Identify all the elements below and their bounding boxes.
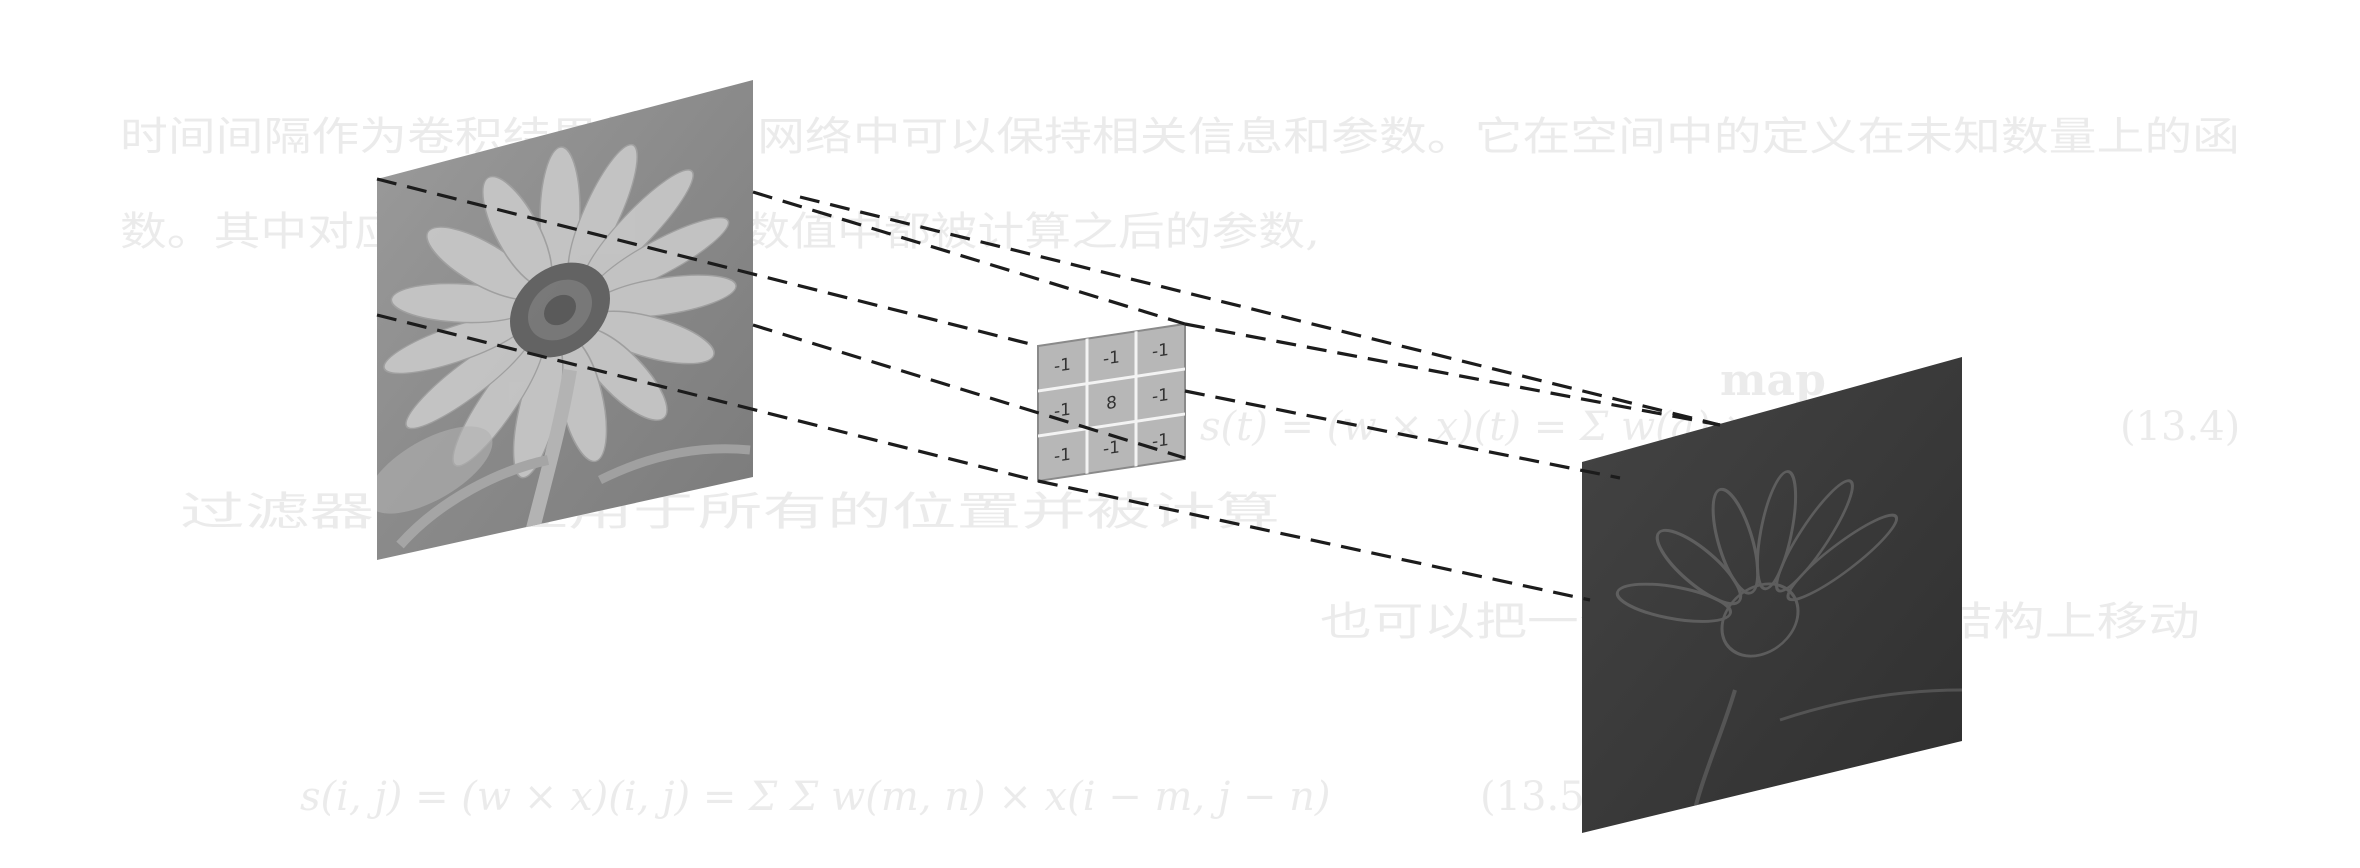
kernel-filter: -1 -1 -1 -1 8 -1 -1 -1 -1: [1037, 322, 1186, 483]
projection-line-out-lower: [1184, 389, 1621, 480]
projection-line-top-right: [752, 190, 1186, 326]
kernel-cell-1-2: -1: [1152, 385, 1169, 407]
bg-eq1-number: (13.4): [2120, 404, 2240, 450]
edge-flower-icon: [1615, 470, 1962, 831]
bg-text-line3: map: [1720, 355, 1826, 406]
projection-lines: [376, 177, 1721, 602]
bg-eq2-number: (13.5): [1480, 774, 1600, 820]
kernel-cell-0-2: -1: [1152, 340, 1169, 362]
bg-text-line1: 时间间隔作为卷积结果的数据,网络中可以保持相关信息和参数。它在空间中的定义在未知…: [120, 114, 2240, 160]
kernel-cell-2-0: -1: [1054, 445, 1071, 467]
kernel-cell-2-2: -1: [1152, 430, 1169, 452]
kernel-cell-0-0: -1: [1054, 355, 1071, 377]
projection-line-out-bottom: [1037, 479, 1591, 602]
projection-line-out-top: [799, 195, 1721, 427]
bg-text-line4: 过滤器可以应用于所有的位置并被计算: [180, 489, 1280, 535]
kernel-cell-1-1: 8: [1106, 393, 1117, 415]
flower-icon: [377, 143, 751, 560]
kernel-cell-1-0: -1: [1054, 400, 1071, 422]
projection-line-mid-right: [752, 323, 1186, 460]
projection-line-mid-left: [376, 313, 1039, 483]
bg-equation-2: s(i, j) = (w × x)(i, j) = Σ Σ w(m, n) × …: [300, 774, 1331, 820]
projection-line-top-left: [376, 177, 1039, 348]
kernel-cell-2-1: -1: [1103, 437, 1120, 459]
kernel-cell-0-1: -1: [1103, 347, 1120, 369]
output-feature-map: [1582, 357, 1962, 833]
projection-line-out-upper: [1184, 322, 1721, 427]
input-image: [377, 80, 753, 560]
